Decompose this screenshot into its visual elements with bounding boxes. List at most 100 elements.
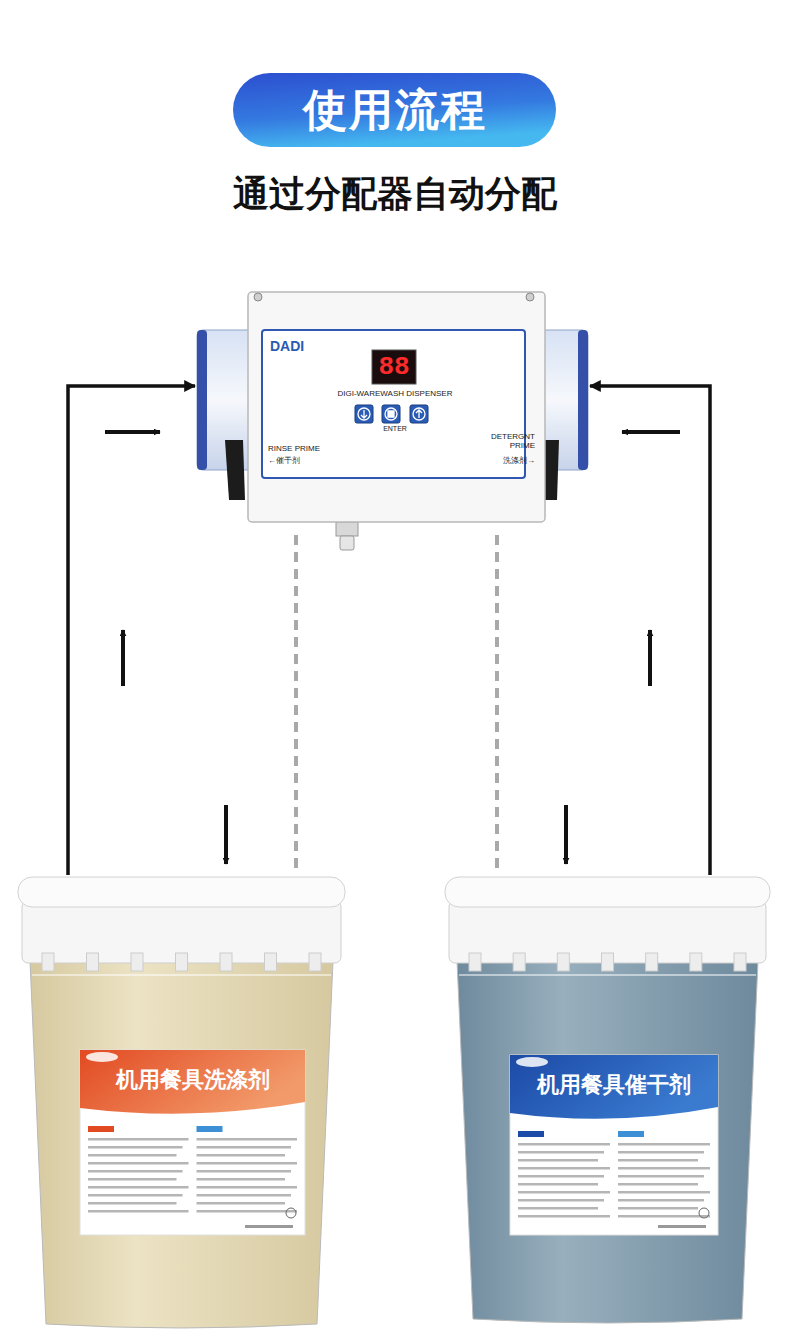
recycle-mark [286,1208,296,1218]
fine-print [197,1186,298,1189]
product-label [80,1050,305,1235]
label-banner [510,1055,718,1119]
recycle-mark [699,1208,709,1218]
lid-tab [309,953,321,971]
title-pill [233,73,556,147]
fine-print [88,1194,183,1197]
fine-print [618,1207,698,1210]
lid-tab [557,953,569,971]
fine-print [197,1170,292,1173]
panel-border [262,330,525,478]
fine-print [197,1178,286,1181]
fine-print [88,1162,189,1165]
fine-print [618,1199,704,1202]
lid-tab [265,953,277,971]
direction-arrow [121,630,125,686]
fine-print [518,1167,610,1170]
fine-print [518,1159,598,1162]
cable-gland [340,536,354,550]
section-tag [518,1131,544,1137]
direction-arrow [564,805,568,864]
port-label: ←催干剂 [268,456,300,465]
lid-tab [602,953,614,971]
title-text: 使用流程 [233,73,556,147]
bucket-ring [459,974,756,976]
direction-arrow [622,430,680,434]
lid-tab [220,953,232,971]
port-label: DETERGNT PRIME [465,432,535,450]
control-button [355,405,373,423]
fine-print [88,1202,177,1205]
brand-tag [516,1057,548,1067]
fine-print [197,1210,298,1213]
rinse-aid-bucket: 机用餐具催干剂 [445,875,770,1325]
digit-display: 88 [375,353,413,383]
fine-print [618,1167,710,1170]
fine-print [518,1191,610,1194]
control-button [382,405,400,423]
detergent-bucket: 机用餐具洗涤剂 [18,875,345,1330]
button-ring [385,408,397,420]
pump-cap [578,330,588,470]
brand-logo: DADI [270,338,304,354]
control-button [410,405,428,423]
subtitle-text: 通过分配器自动分配 [0,170,790,219]
section-tag [88,1126,114,1132]
lid-rim [445,877,770,907]
fine-print [88,1210,189,1213]
fine-print [618,1215,710,1218]
brand-tag [86,1052,118,1062]
fine-print [618,1151,704,1154]
section-tag [197,1126,223,1132]
bucket-body [457,961,758,1323]
feed-line [495,535,499,875]
feed-line [294,535,298,875]
fine-print [518,1143,610,1146]
fine-print [197,1162,298,1165]
product-label [510,1055,718,1235]
product-name: 机用餐具催干剂 [510,1059,718,1111]
lid-tab [513,953,525,971]
fine-print [618,1191,710,1194]
fine-print [197,1202,286,1205]
lid-tab [87,953,99,971]
fine-print [518,1151,604,1154]
lid-tab [734,953,746,971]
direction-arrow [105,430,160,434]
screw [526,293,534,301]
bucket-ring [32,974,331,976]
button-icon [361,410,367,418]
fine-print [658,1225,706,1228]
direction-arrow [648,630,652,686]
lid-tab [690,953,702,971]
fine-print [88,1178,177,1181]
port-label: RINSE PRIME [268,444,320,453]
fine-print [618,1183,698,1186]
hose [225,440,245,500]
fine-print [518,1215,610,1218]
direction-arrow [224,805,228,864]
button-ring [413,408,425,420]
bucket-body [30,961,333,1328]
button-icon [416,410,422,418]
label-banner [80,1050,305,1114]
fine-print [518,1207,598,1210]
fine-print [518,1183,598,1186]
fine-print [197,1138,298,1141]
flow-line [68,386,195,875]
fine-print [618,1159,698,1162]
flow-line [590,386,710,875]
fine-print [197,1194,292,1197]
lid-tab [469,953,481,971]
fine-print [88,1138,189,1141]
dispenser-unit: DADI88DIGI-WAREWASH DISPENSERENTERRINSE … [195,290,590,535]
dispenser-drawing [195,290,590,535]
fine-print [88,1154,177,1157]
pump-cap [197,330,207,470]
lid-tab [646,953,658,971]
screw [254,293,262,301]
product-name: 机用餐具洗涤剂 [80,1054,305,1106]
fine-print [618,1143,710,1146]
lid-rim [18,877,345,907]
fine-print [88,1146,183,1149]
